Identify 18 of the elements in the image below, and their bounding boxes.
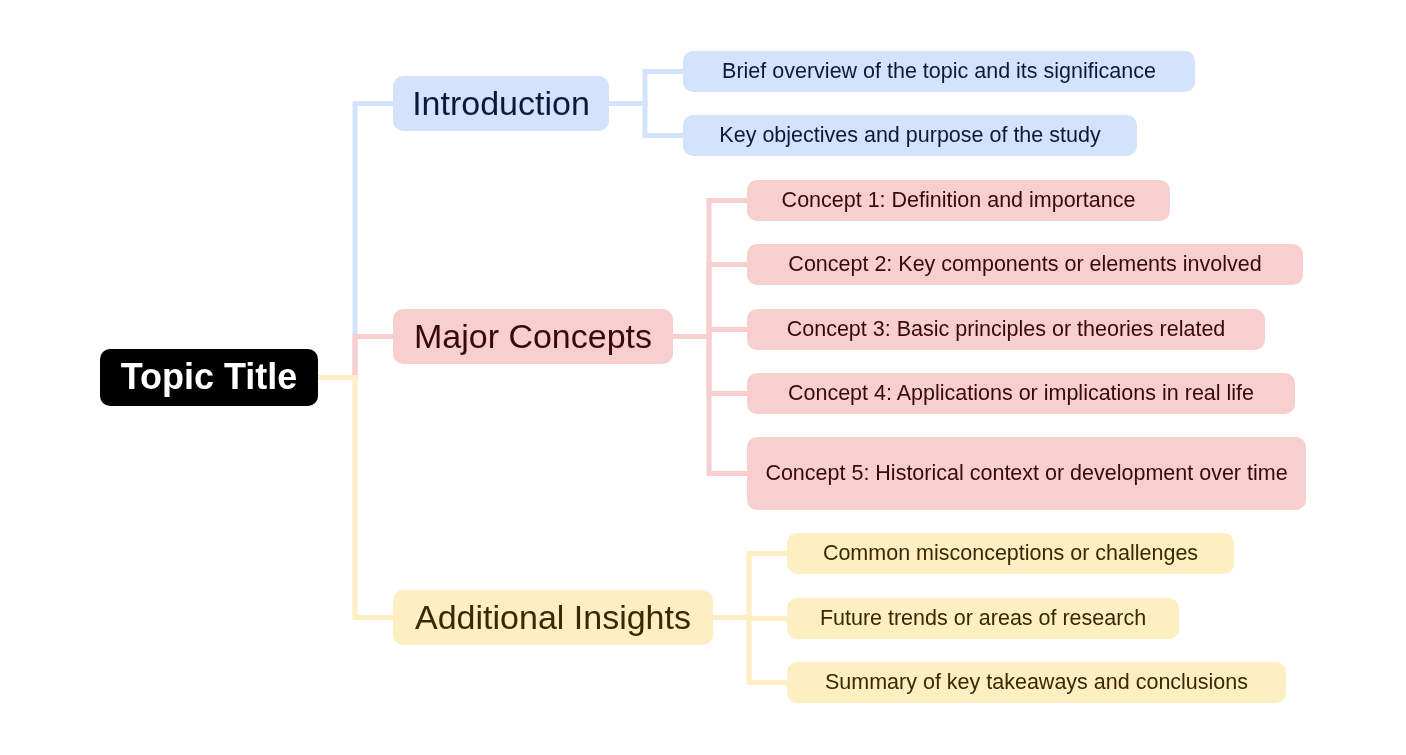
leaf-box: Concept 2: Key components or elements involved <box>747 244 1303 285</box>
connector-line <box>713 615 787 685</box>
leaf-box: Future trends or areas of research <box>787 598 1179 639</box>
leaf-box: Brief overview of the topic and its significance <box>683 51 1195 92</box>
leaf-box: Key objectives and purpose of the study <box>683 115 1137 156</box>
leaf-box: Concept 1: Definition and importance <box>747 180 1170 221</box>
leaf-box: Concept 5: Historical context or development over time <box>747 437 1306 510</box>
connector-line <box>609 101 683 138</box>
leaf-box: Concept 3: Basic principles or theories related <box>747 309 1265 350</box>
connector-line <box>673 334 747 476</box>
leaf-box: Concept 4: Applications or implications in real life <box>747 373 1295 414</box>
leaf-box: Common misconceptions or challenges <box>787 533 1234 574</box>
branch-box: Introduction <box>393 76 609 131</box>
leaf-box: Summary of key takeaways and conclusions <box>787 662 1286 703</box>
branch-box: Major Concepts <box>393 309 673 364</box>
topic-box: Topic Title <box>100 349 318 406</box>
branch-box: Additional Insights <box>393 590 713 645</box>
connector-line <box>318 375 393 620</box>
